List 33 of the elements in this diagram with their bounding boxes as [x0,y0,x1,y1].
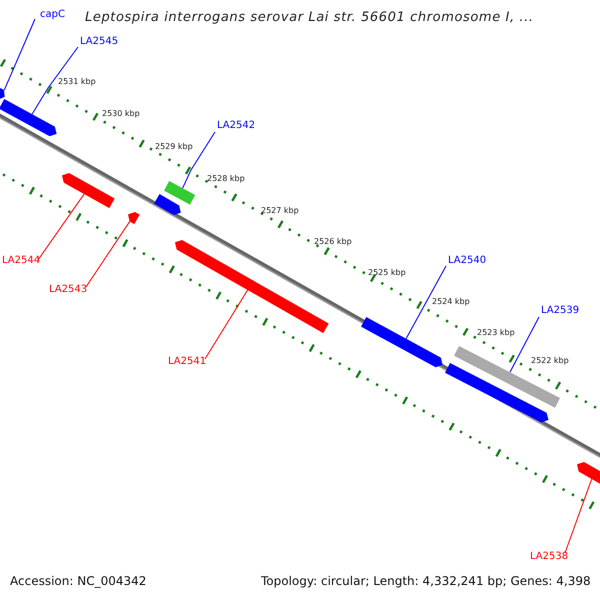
leader-line [182,132,216,189]
leader-line [32,46,78,115]
leader-line [86,220,130,288]
footer-text: Accession: NC_004342 [10,575,146,587]
scale-label: 2525 kbp [368,269,406,277]
gene-label: LA2540 [448,256,486,266]
gene-label: LA2541 [168,357,206,367]
gene-label: LA2545 [80,37,118,47]
leader-line [406,266,446,340]
gene-feature [0,99,57,136]
leader-line [38,193,85,260]
gene-label: LA2543 [49,285,88,295]
gene-feature [154,194,181,216]
scale-label: 2530 kbp [102,110,140,118]
leader-line [510,316,540,373]
gene-feature [62,172,115,208]
leader-line [564,478,592,554]
footer-text: Topology: circular; Length: 4,332,241 bp; Genes: 4,398 [261,575,591,587]
scale-label: 2529 kbp [155,143,193,151]
gene-feature [361,317,443,368]
gene-label: LA2542 [217,121,256,131]
gene-label: capC [40,10,65,20]
leader-line [4,18,36,91]
gene-label: LA2538 [530,552,568,562]
title: Leptospira interrogans serovar Lai str. 56601 chromosome I, ... [85,11,534,24]
scale-label: 2522 kbp [531,357,569,365]
gene-label: LA2544 [2,256,40,266]
gene-feature [128,212,140,224]
gene-feature [445,363,549,423]
gene-feature [164,181,196,205]
leader-line [204,289,248,360]
gene-label: LA2539 [541,306,580,316]
scale-label: 2526 kbp [314,238,352,246]
